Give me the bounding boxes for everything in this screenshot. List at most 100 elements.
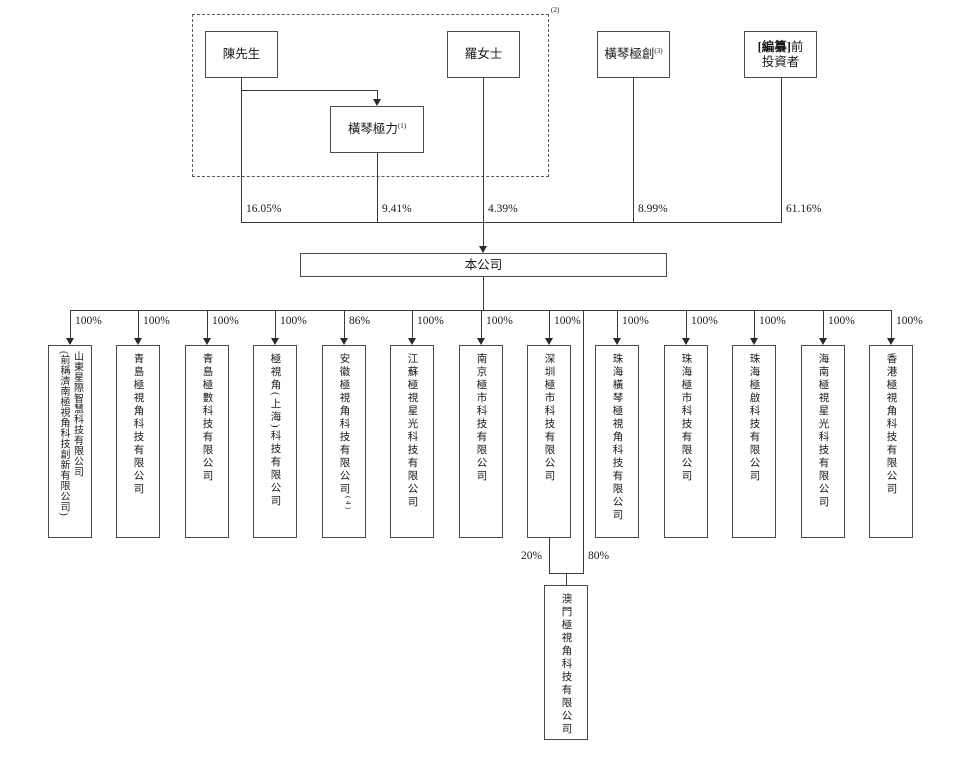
percent-label: 100% (280, 315, 307, 327)
percent-label-luo: 4.39% (488, 203, 518, 215)
connector-chen-to-jili (241, 90, 378, 91)
percent-label-macau-shenzhen: 20% (521, 550, 543, 562)
connector-chen-down (241, 78, 242, 222)
entity-box-hengqin-jili: 橫琴極力(1) (330, 106, 424, 153)
subsidiary-name: 山東星際智慧科技有限公司 (前稱濟南極視角科技創新有限公司) (57, 346, 84, 537)
percent-label-jichuang: 8.99% (638, 203, 668, 215)
percent-label: 100% (486, 315, 513, 327)
drop-line (344, 310, 345, 338)
drop-line (275, 310, 276, 338)
entity-label: 橫琴極創(3) (604, 46, 663, 61)
subsidiary-box-anhui-jishijiao: 安徽極視角科技有限公司(4) (322, 345, 366, 538)
connector-luo-down (483, 78, 484, 222)
drop-line (617, 310, 618, 338)
subsidiary-name: 深圳極市科技有限公司 (543, 353, 555, 483)
percent-label: 100% (554, 315, 581, 327)
footnote-marker: (3) (654, 46, 663, 55)
drop-line (686, 310, 687, 338)
entity-label: [編纂]前投資者 (757, 39, 804, 69)
drop-line (138, 310, 139, 338)
percent-label-jili: 9.41% (382, 203, 412, 215)
arrowhead-subsidiary (408, 338, 416, 345)
subsidiary-box-qingdao-jishu: 青島極數科技有限公司 (185, 345, 229, 538)
subsidiary-box-nanjing-jishi: 南京極市科技有限公司 (459, 345, 503, 538)
subsidiary-box-jishijiao-shanghai: 極視角(上海)科技有限公司 (253, 345, 297, 538)
connector-jili-down (377, 153, 378, 222)
subsidiary-box-zhuhai-jishi: 珠海極市科技有限公司 (664, 345, 708, 538)
entity-label: 橫琴極力(1) (347, 121, 407, 136)
drop-line (207, 310, 208, 338)
concert-group-dashed-box (192, 14, 549, 177)
percent-label: 86% (349, 315, 371, 327)
subsidiary-box-zhuhai-hengqin-jishijiao: 珠海橫琴極視角科技有限公司 (595, 345, 639, 538)
shareholder-bus-line (241, 222, 782, 223)
arrowhead-subsidiary (271, 338, 279, 345)
arrowhead-subsidiary (477, 338, 485, 345)
percent-label-chen: 16.05% (246, 203, 282, 215)
arrowhead-subsidiary (887, 338, 895, 345)
connector-company-down (483, 277, 484, 310)
connector-into-jili (377, 90, 378, 99)
arrowhead-subsidiary (613, 338, 621, 345)
arrowhead-subsidiary (203, 338, 211, 345)
subsidiary-name: 安徽極視角科技有限公司(4) (338, 353, 353, 512)
percent-label: 100% (212, 315, 239, 327)
subsidiary-name: 青島極視角科技有限公司 (132, 353, 144, 496)
subsidiary-name: 南京極市科技有限公司 (475, 353, 487, 483)
subsidiary-box-jiangsu-jishixingguang: 江蘇極視星光科技有限公司 (390, 345, 434, 538)
percent-label: 100% (143, 315, 170, 327)
percent-label: 100% (417, 315, 444, 327)
arrowhead-company (479, 246, 487, 253)
footnote-marker: (1) (397, 121, 407, 130)
arrowhead-jili (373, 99, 381, 106)
subsidiary-name: 極視角(上海)科技有限公司 (269, 353, 281, 508)
percent-label: 100% (75, 315, 102, 327)
entity-box-mr-chen: 陳先生 (205, 31, 278, 78)
connector-shenzhen-to-macau (549, 538, 550, 573)
percent-label: 100% (896, 315, 923, 327)
subsidiary-name: 香港極視角科技有限公司 (885, 353, 897, 496)
subsidiary-name: 珠海極市科技有限公司 (680, 353, 692, 483)
subsidiary-name: 澳門極視角科技有限公司 (560, 593, 572, 736)
concert-group-note: (2) (551, 6, 560, 14)
company-label: 本公司 (464, 257, 503, 272)
subsidiary-box-zhuhai-jiqi: 珠海極啟科技有限公司 (732, 345, 776, 538)
subsidiary-former-name: (前稱濟南極視角科技創新有限公司) (58, 351, 69, 517)
connector-company-to-macau (583, 310, 584, 573)
subsidiary-name: 珠海極啟科技有限公司 (748, 353, 760, 483)
drop-line (481, 310, 482, 338)
drop-line (549, 310, 550, 338)
percent-label-macau-company: 80% (588, 550, 610, 562)
percent-label: 100% (828, 315, 855, 327)
drop-line (823, 310, 824, 338)
connector-jichuang-down (633, 78, 634, 222)
arrowhead-subsidiary (750, 338, 758, 345)
drop-line (891, 310, 892, 338)
subsidiary-name: 海南極視星光科技有限公司 (817, 353, 829, 509)
percent-label: 100% (759, 315, 786, 327)
subsidiary-box-hongkong-jishijiao: 香港極視角科技有限公司 (869, 345, 913, 538)
subsidiary-name: 青島極數科技有限公司 (201, 353, 213, 483)
percent-label: 100% (691, 315, 718, 327)
arrowhead-subsidiary (340, 338, 348, 345)
arrowhead-subsidiary (66, 338, 74, 345)
subsidiary-name: 江蘇極視星光科技有限公司 (406, 353, 418, 509)
footnote-marker: (4) (344, 496, 352, 512)
connector-into-company (483, 222, 484, 247)
percent-label-investors: 61.16% (786, 203, 822, 215)
arrowhead-subsidiary (134, 338, 142, 345)
arrowhead-subsidiary (545, 338, 553, 345)
subsidiary-name: 珠海橫琴極視角科技有限公司 (611, 353, 623, 522)
arrowhead-subsidiary (682, 338, 690, 345)
entity-box-ms-luo: 羅女士 (447, 31, 520, 78)
subsidiary-box-qingdao-jishijiao: 青島極視角科技有限公司 (116, 345, 160, 538)
percent-label: 100% (622, 315, 649, 327)
connector-investors-down (781, 78, 782, 222)
subsidiary-box-hainan-jishixingguang: 海南極視星光科技有限公司 (801, 345, 845, 538)
entity-label: 陳先生 (222, 47, 261, 61)
entity-label: 羅女士 (464, 47, 503, 61)
drop-line (412, 310, 413, 338)
entity-box-pre-investors: [編纂]前投資者 (744, 31, 817, 78)
subsidiary-box-shandong-xingji: 山東星際智慧科技有限公司 (前稱濟南極視角科技創新有限公司) (48, 345, 92, 538)
connector-into-macau (566, 573, 567, 585)
